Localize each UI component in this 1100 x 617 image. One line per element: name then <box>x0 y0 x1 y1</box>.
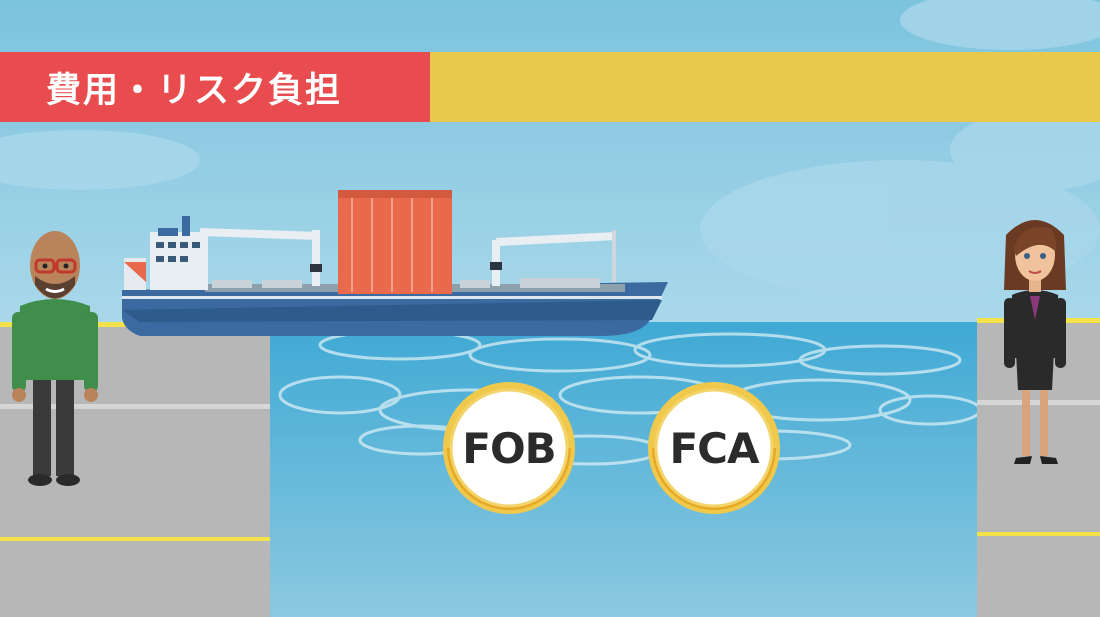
cargo-ship-illustration <box>122 190 668 336</box>
woman-character <box>1004 220 1066 464</box>
fob-label: FOB <box>462 423 556 473</box>
banner-title: 費用・リスク負担 <box>46 70 343 111</box>
fca-label: FCA <box>669 423 759 473</box>
man-character <box>12 231 98 486</box>
title-banner-accent <box>430 52 1100 122</box>
title-banner: 費用・リスク負担 <box>0 52 430 122</box>
fca-badge[interactable]: FCA <box>644 378 784 518</box>
badge-ring-icon <box>648 382 780 514</box>
badge-ring-icon <box>443 382 575 514</box>
fob-badge[interactable]: FOB <box>439 378 579 518</box>
clouds <box>0 0 1100 300</box>
